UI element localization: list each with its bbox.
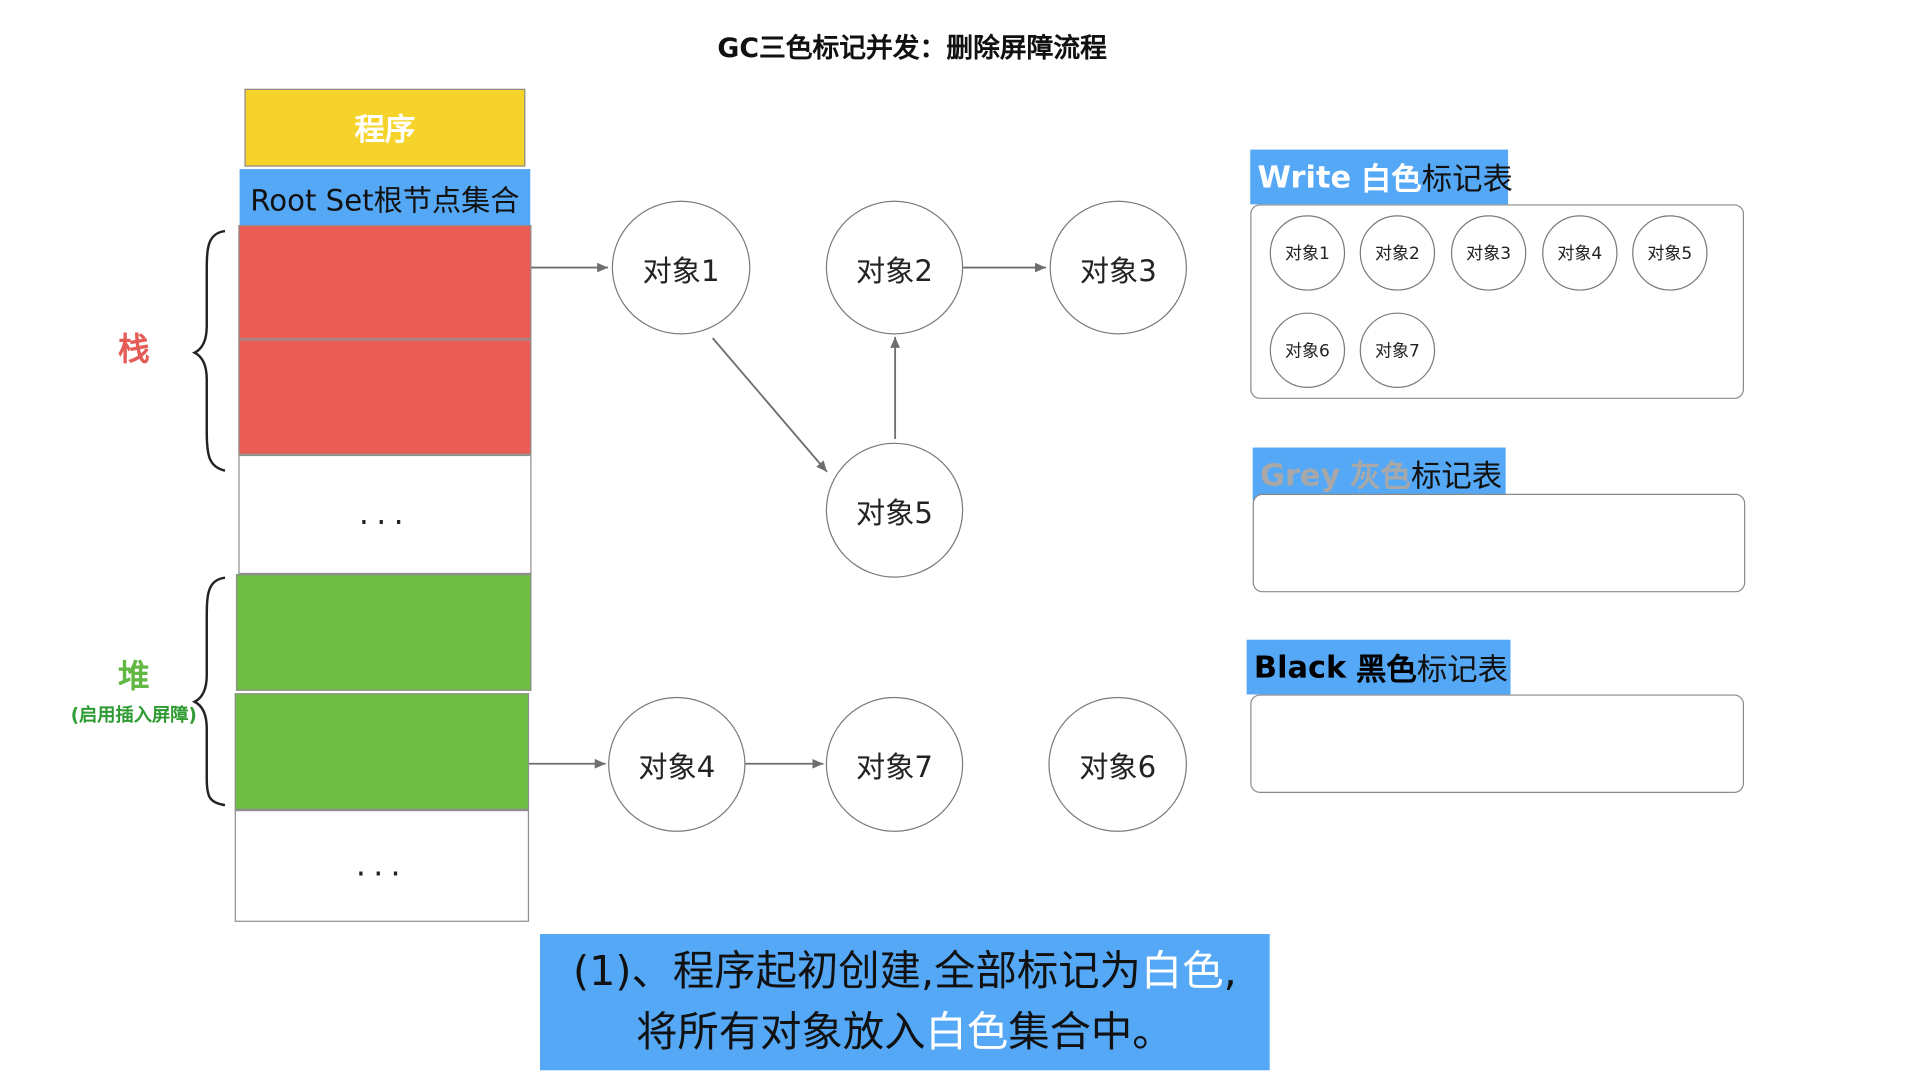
heap-sublabel: (启用插入屏障) (70, 704, 197, 727)
caption-line-2-end: 集合中。 (1008, 1008, 1174, 1057)
grey-set-box (1252, 493, 1746, 593)
step-caption: (1)、程序起初创建,全部标记为白色, 将所有对象放入白色集合中。 (539, 934, 1270, 1071)
stack-ellipsis: ... (238, 454, 532, 575)
white-set-item: 对象2 (1359, 215, 1436, 291)
node-obj7: 对象7 (825, 696, 964, 832)
caption-line-1-text: (1)、程序起初创建,全部标记为 (572, 947, 1141, 997)
black-set-box (1250, 694, 1745, 793)
caption-line-2-highlight: 白色 (925, 1008, 1009, 1057)
white-set-item: 对象6 (1269, 312, 1346, 388)
root-set-label: Root Set根节点集合 (239, 169, 531, 225)
node-obj2: 对象2 (825, 200, 964, 335)
grey-set-title: Grey 灰色 标记表 (1252, 447, 1506, 502)
heap-brace (191, 576, 226, 807)
black-set-title-color: 黑色 (1356, 651, 1417, 687)
grey-set-title-suffix: 标记表 (1410, 458, 1503, 494)
white-set-title: Write 白色 标记表 (1250, 149, 1513, 205)
edge-obj1-obj5 (711, 337, 828, 473)
node-obj4: 对象4 (608, 696, 746, 832)
white-set-item: 对象4 (1542, 215, 1618, 291)
black-set-title-suffix: 标记表 (1416, 651, 1509, 687)
diagram-title: GC三色标记并发：删除屏障流程 (717, 34, 1107, 65)
white-set-title-en: Write (1257, 159, 1352, 195)
stack-block-2 (238, 339, 532, 455)
white-set-item: 对象5 (1632, 215, 1708, 291)
white-set-item: 对象7 (1359, 312, 1436, 388)
caption-line-1: (1)、程序起初创建,全部标记为白色, (573, 941, 1237, 1002)
caption-line-1-end: , (1223, 947, 1237, 997)
program-box: 程序 (244, 88, 526, 167)
heap-ellipsis: ... (234, 809, 530, 922)
white-set-item: 对象3 (1450, 215, 1527, 291)
node-obj5: 对象5 (825, 442, 964, 578)
caption-line-2: 将所有对象放入白色集合中。 (636, 1002, 1174, 1063)
caption-line-2-text: 将所有对象放入 (636, 1008, 926, 1057)
white-set-title-suffix: 标记表 (1421, 161, 1513, 197)
heap-block-2 (234, 693, 530, 810)
heap-label: 堆 (117, 659, 150, 696)
node-obj3: 对象3 (1049, 200, 1188, 335)
stack-block-1 (238, 224, 532, 340)
grey-set-title-color: 灰色 (1350, 458, 1411, 494)
node-obj6: 对象6 (1048, 696, 1188, 832)
stack-brace (191, 229, 226, 472)
grey-set-title-en: Grey (1259, 456, 1341, 492)
caption-line-1-highlight: 白色 (1140, 947, 1224, 997)
black-set-title: Black 黑色 标记表 (1246, 639, 1511, 695)
node-obj1: 对象1 (611, 200, 751, 335)
stack-label: 栈 (117, 332, 150, 369)
black-set-title-en: Black (1253, 649, 1347, 685)
heap-block-1 (235, 574, 532, 691)
white-set-item: 对象1 (1269, 215, 1346, 291)
white-set-title-color: 白色 (1360, 161, 1422, 197)
